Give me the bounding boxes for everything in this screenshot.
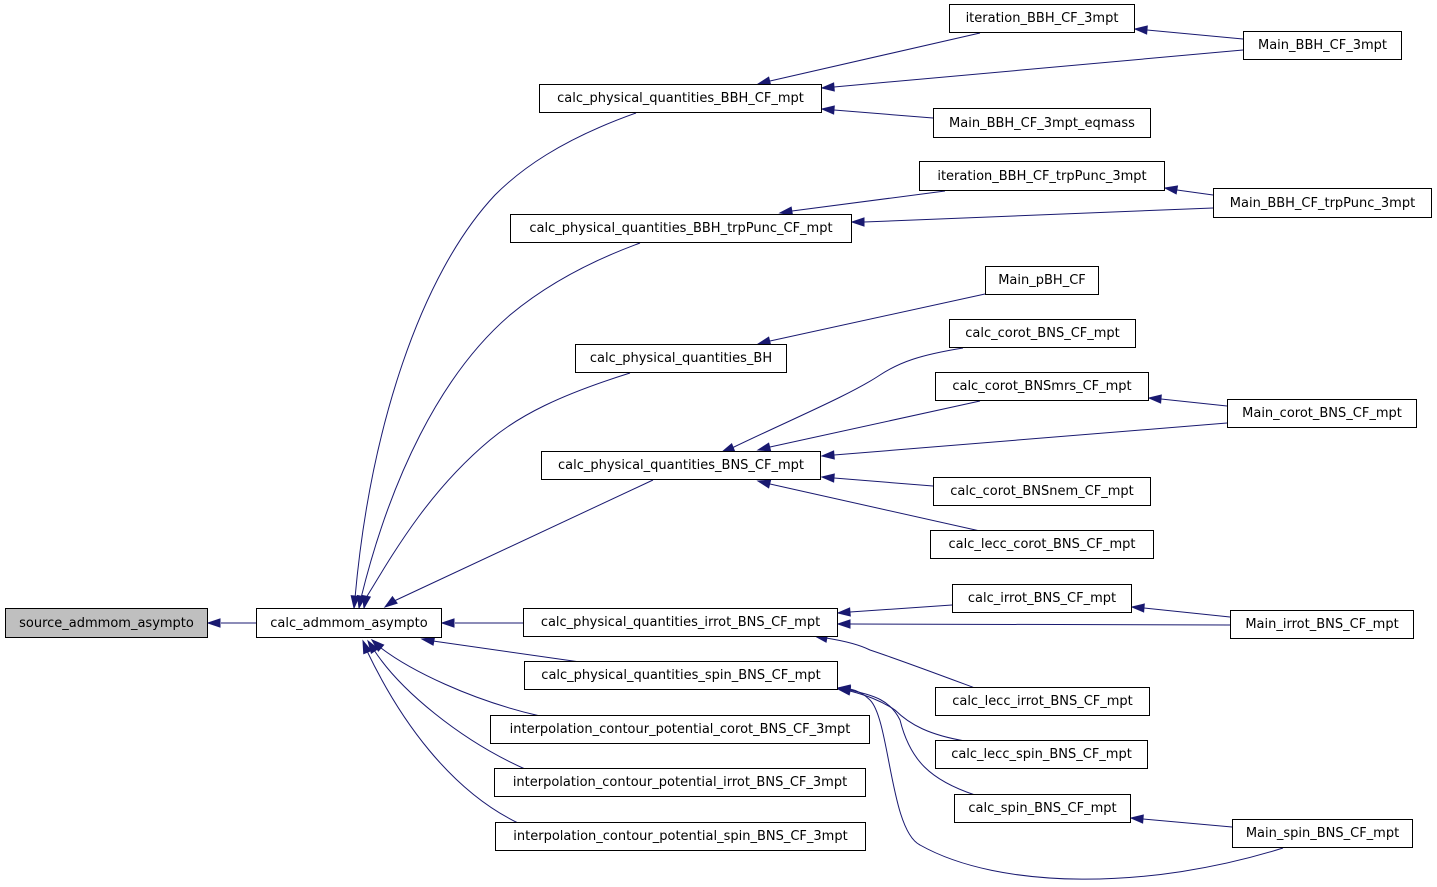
node-main-pbh-cf[interactable]: Main_pBH_CF	[985, 266, 1099, 295]
arrowhead-pq_bns-to-calc	[383, 595, 398, 608]
edge-irrot-to-pq_irrot	[849, 604, 953, 613]
edge-main_pbh-to-pq_bh	[769, 293, 986, 342]
node-interpolation-contour-potential-irrot[interactable]: interpolation_contour_potential_irrot_BN…	[494, 768, 866, 797]
edge-interp_irrot-to-calc	[373, 649, 526, 770]
node-calc-irrot-bns-cf-mpt[interactable]: calc_irrot_BNS_CF_mpt	[952, 584, 1132, 613]
edge-spin-to-pq_spin	[849, 689, 976, 796]
edge-lecc_corot-to-pq_bns	[769, 483, 981, 532]
edge-main_trp-to-iter_trp	[1176, 189, 1214, 196]
node-main-spin-bns-cf-mpt[interactable]: Main_spin_BNS_CF_mpt	[1232, 819, 1413, 848]
node-calc-physical-quantities-bbh-cf-mpt[interactable]: calc_physical_quantities_BBH_CF_mpt	[539, 84, 822, 113]
edge-pq_spin-to-calc	[432, 640, 581, 663]
edge-lecc_irrot-to-pq_irrot	[825, 637, 976, 689]
node-calc-lecc-spin-bns-cf-mpt[interactable]: calc_lecc_spin_BNS_CF_mpt	[935, 740, 1148, 769]
node-calc-physical-quantities-bh[interactable]: calc_physical_quantities_BH	[575, 344, 787, 373]
edge-main_bbh-to-pq_bbh	[833, 49, 1244, 88]
edge-main_bbh_eq-to-pq_bbh	[833, 109, 934, 119]
edge-interp_corot-to-calc	[380, 647, 541, 717]
node-main-irrot-bns-cf-mpt[interactable]: Main_irrot_BNS_CF_mpt	[1230, 610, 1414, 639]
arrowhead-iter_trp-to-pq_bbh_trp	[778, 206, 794, 216]
edge-main_corot-to-pq_bns	[833, 422, 1228, 456]
arrowhead-interp_spin-to-calc	[362, 639, 373, 655]
node-calc-corot-bnsnem-cf-mpt[interactable]: calc_corot_BNSnem_CF_mpt	[933, 477, 1151, 506]
arrowhead-main_spin-to-pq_spin	[836, 684, 851, 694]
arrowhead-main_spin-to-spin	[1129, 814, 1144, 824]
edge-main_bbh-to-iter_bbh	[1146, 29, 1244, 40]
edge-corot_nem-to-pq_bns	[833, 477, 934, 487]
edge-corot_mrs-to-pq_bns	[769, 400, 981, 448]
node-main-bbh-cf-trppunc-3mpt[interactable]: Main_BBH_CF_trpPunc_3mpt	[1213, 188, 1432, 218]
arrowhead-main_corot-to-pq_bns	[820, 450, 835, 460]
edge-main_irrot-to-pq_irrot	[849, 623, 1231, 626]
arrowhead-pq_bbh-to-calc	[350, 595, 360, 610]
edge-corot-to-pq_bns	[731, 347, 964, 449]
edge-pq_bbh_trp-to-calc	[360, 242, 641, 599]
arrowhead-lecc_corot-to-pq_bns	[756, 479, 772, 489]
edge-main_corot-to-corot_mrs	[1160, 398, 1228, 407]
arrowhead-main_irrot-to-irrot	[1130, 603, 1145, 613]
edge-main_spin-to-pq_spin	[849, 688, 1284, 880]
arrowhead-interp_corot-to-calc	[370, 638, 385, 652]
arrowhead-main_trp-to-pq_bbh_trp	[850, 217, 865, 227]
arrowhead-corot_mrs-to-pq_bns	[756, 442, 772, 452]
edge-main_irrot-to-irrot	[1143, 607, 1231, 618]
node-calc-lecc-irrot-bns-cf-mpt[interactable]: calc_lecc_irrot_BNS_CF_mpt	[935, 687, 1150, 716]
edge-main_trp-to-pq_bbh_trp	[863, 207, 1214, 223]
arrowhead-main_corot-to-corot_mrs	[1147, 394, 1162, 404]
arrowhead-main_bbh_eq-to-pq_bbh	[820, 105, 835, 115]
arrowhead-main_bbh-to-iter_bbh	[1133, 25, 1148, 35]
edge-pq_bh-to-calc	[365, 372, 631, 599]
node-source-admmom-asympto: source_admmom_asympto	[5, 608, 208, 638]
node-interpolation-contour-potential-corot[interactable]: interpolation_contour_potential_corot_BN…	[490, 715, 870, 744]
node-interpolation-contour-potential-spin[interactable]: interpolation_contour_potential_spin_BNS…	[495, 822, 866, 851]
node-calc-corot-bns-cf-mpt[interactable]: calc_corot_BNS_CF_mpt	[949, 319, 1136, 348]
node-calc-physical-quantities-bns-cf-mpt[interactable]: calc_physical_quantities_BNS_CF_mpt	[541, 451, 821, 480]
edge-pq_bbh-to-calc	[354, 112, 637, 599]
node-calc-physical-quantities-bbh-trppunc-cf-mpt[interactable]: calc_physical_quantities_BBH_trpPunc_CF_…	[510, 214, 852, 243]
edge-main_spin-to-spin	[1142, 818, 1233, 828]
arrowhead-main_irrot-to-pq_irrot	[836, 619, 851, 629]
arrowhead-pq_spin-to-calc	[420, 636, 436, 646]
node-iteration-bbh-cf-trppunc-3mpt[interactable]: iteration_BBH_CF_trpPunc_3mpt	[919, 161, 1165, 191]
node-calc-spin-bns-cf-mpt[interactable]: calc_spin_BNS_CF_mpt	[954, 794, 1131, 823]
node-iteration-bbh-cf-3mpt[interactable]: iteration_BBH_CF_3mpt	[949, 4, 1135, 33]
arrowhead-pq_bh-to-calc	[361, 594, 372, 610]
node-calc-lecc-corot-bns-cf-mpt[interactable]: calc_lecc_corot_BNS_CF_mpt	[930, 530, 1154, 559]
node-main-corot-bns-cf-mpt[interactable]: Main_corot_BNS_CF_mpt	[1227, 399, 1417, 428]
edge-iter_bbh-to-pq_bbh	[769, 32, 981, 82]
node-calc-admmom-asympto[interactable]: calc_admmom_asympto	[256, 608, 442, 638]
node-main-bbh-cf-3mpt[interactable]: Main_BBH_CF_3mpt	[1243, 31, 1402, 60]
node-calc-physical-quantities-spin-bns-cf-mpt[interactable]: calc_physical_quantities_spin_BNS_CF_mpt	[524, 661, 838, 690]
arrowhead-calc-to-source	[206, 618, 221, 628]
edge-iter_trp-to-pq_bbh_trp	[791, 190, 946, 212]
arrowhead-corot_nem-to-pq_bns	[820, 473, 835, 483]
edge-interp_spin-to-calc	[366, 650, 519, 824]
arrowhead-irrot-to-pq_irrot	[836, 607, 851, 617]
node-main-bbh-cf-3mpt-eqmass[interactable]: Main_BBH_CF_3mpt_eqmass	[933, 108, 1151, 138]
arrowhead-main_bbh-to-pq_bbh	[820, 82, 835, 92]
arrowhead-pq_irrot-to-calc	[440, 618, 455, 628]
edge-pq_bns-to-calc	[391, 479, 654, 603]
arrowhead-main_trp-to-iter_trp	[1163, 185, 1179, 195]
node-calc-corot-bnsmrs-cf-mpt[interactable]: calc_corot_BNSmrs_CF_mpt	[935, 372, 1149, 401]
node-calc-physical-quantities-irrot-bns-cf-mpt[interactable]: calc_physical_quantities_irrot_BNS_CF_mp…	[523, 608, 838, 637]
